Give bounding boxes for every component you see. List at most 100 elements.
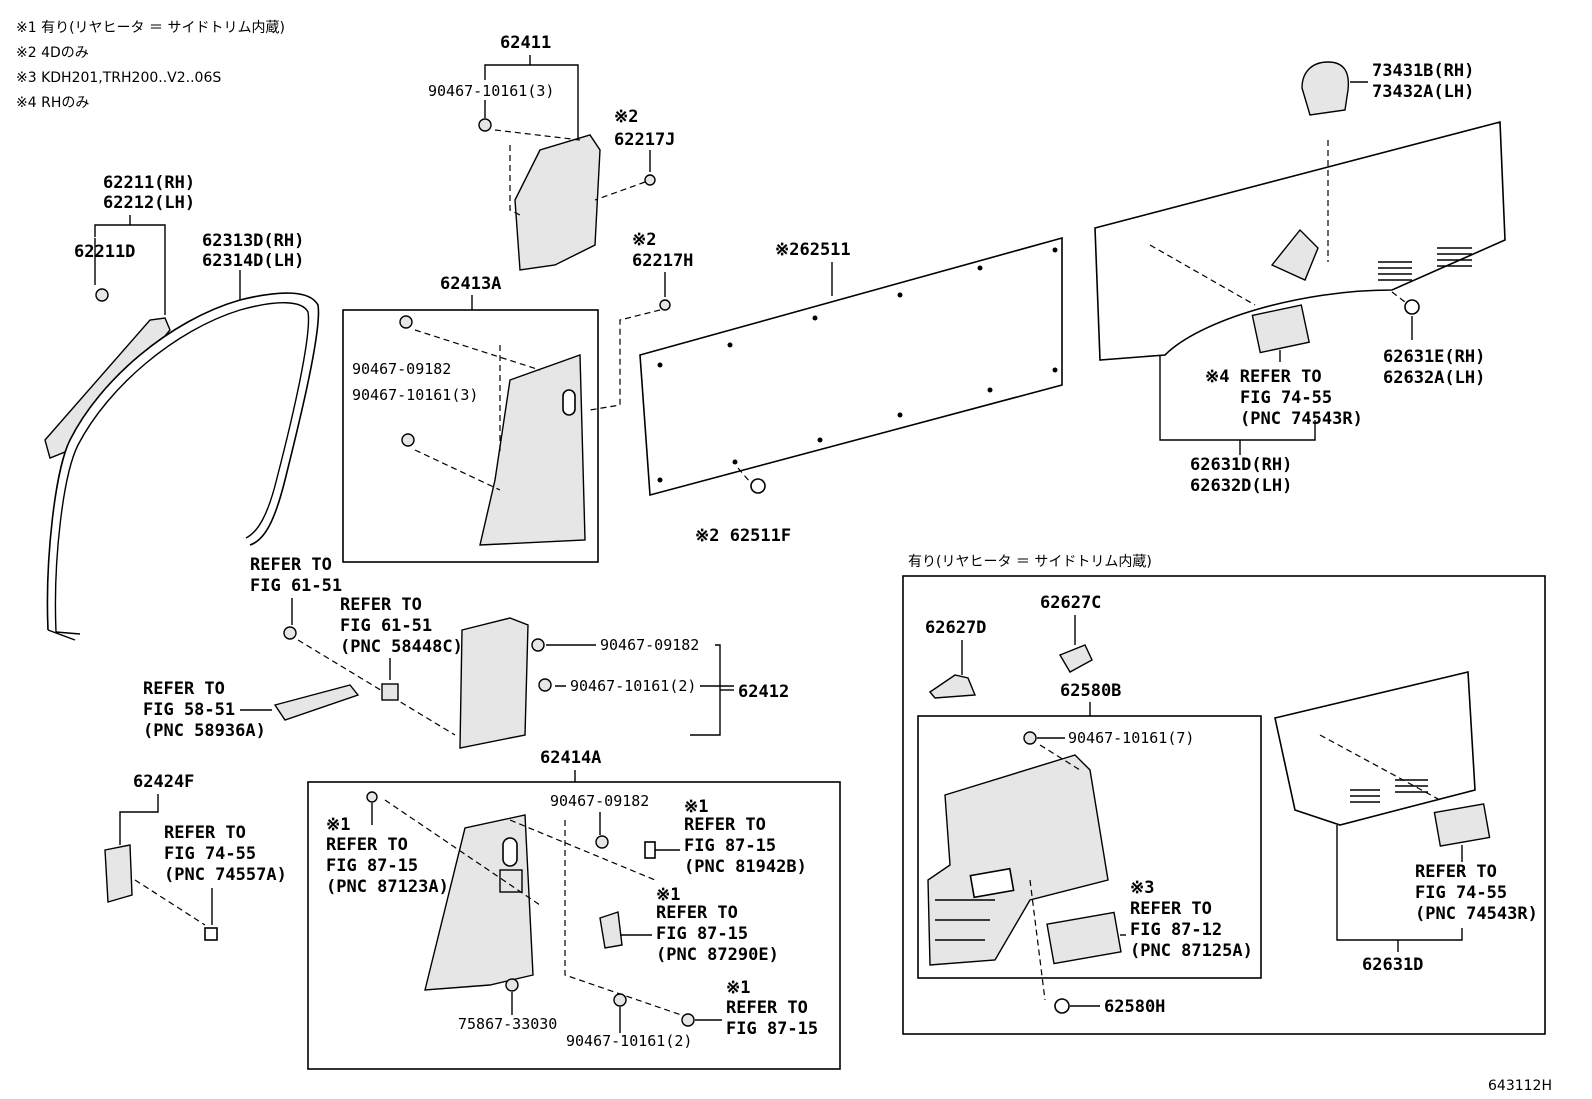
cover-62627d <box>928 674 977 699</box>
note-2: ※2 4Dのみ <box>16 45 89 61</box>
label-pnc74543r-c: (PNC 74543R) <box>1415 904 1538 924</box>
mark-3: ※3 <box>1130 878 1154 898</box>
label-fig74-55-b: FIG 74-55 <box>164 844 256 864</box>
side-trim-62580b <box>927 754 1109 966</box>
label-73432a-lh: 73432A(LH) <box>1372 82 1474 102</box>
label-75867-33030: 75867-33030 <box>458 1015 557 1033</box>
label-62411: 62411 <box>500 33 551 53</box>
clip-icon <box>1404 299 1420 315</box>
label-62631e-rh: 62631E(RH) <box>1383 347 1485 367</box>
label-refer-61-51-b: REFER TO <box>340 595 422 615</box>
label-pnc87125a: (PNC 87125A) <box>1130 941 1253 961</box>
mark-1c: ※1 <box>656 885 680 905</box>
box-62413a <box>342 309 599 563</box>
label-pnc58448c: (PNC 58448C) <box>340 637 463 657</box>
label-62314d-lh: 62314D(LH) <box>202 251 304 271</box>
label-90467-09182-a: 90467-09182 <box>352 360 451 378</box>
label-62313d-rh: 62313D(RH) <box>202 231 304 251</box>
label-fig87-12: FIG 87-12 <box>1130 920 1222 940</box>
clip-icon <box>613 993 627 1007</box>
label-62631d-rh: 62631D(RH) <box>1190 455 1292 475</box>
label-90467-10161-7: 90467-10161(7) <box>1068 729 1194 747</box>
clip-icon <box>681 1013 695 1027</box>
upper-pillar-trim <box>514 134 601 271</box>
label-62580b: 62580B <box>1060 681 1121 701</box>
pad-icon <box>204 927 218 941</box>
label-62211d: 62211D <box>74 242 135 262</box>
label-62424f: 62424F <box>133 772 194 792</box>
label-box-title: 有り(リヤヒータ ＝ サイドトリム内蔵) <box>908 554 1152 570</box>
bushing-icon <box>381 683 399 701</box>
label-62627d: 62627D <box>925 618 986 638</box>
label-refer-87-15-a: REFER TO <box>326 835 408 855</box>
mark-2b: ※2 <box>632 230 656 250</box>
screw-icon <box>505 978 519 992</box>
label-fig87-15-a: FIG 87-15 <box>326 856 418 876</box>
label-90467-09182-b: 90467-09182 <box>600 636 699 654</box>
box-62414a <box>307 781 841 1070</box>
label-refer-87-15-c: REFER TO <box>656 903 738 923</box>
mark-2a: ※2 <box>614 107 638 127</box>
bolt-icon <box>283 626 297 640</box>
label-90467-10161-2-b: 90467-10161(2) <box>566 1032 692 1050</box>
label-refer-61-51-a: REFER TO <box>250 555 332 575</box>
clip-icon <box>95 288 109 302</box>
panel-62511-holes <box>657 247 1058 483</box>
label-refer-74-55-b: REFER TO <box>164 823 246 843</box>
bracket <box>1270 228 1319 281</box>
panel-62631d-small <box>1274 671 1476 826</box>
label-refer-87-12: REFER TO <box>1130 899 1212 919</box>
label-62632d-lh: 62632D(LH) <box>1190 476 1292 496</box>
grille-87125a <box>1046 911 1122 965</box>
label-62211-rh: 62211(RH) <box>103 173 195 193</box>
label-90467-09182-c: 90467-09182 <box>550 792 649 810</box>
label-fig87-15-c: FIG 87-15 <box>656 924 748 944</box>
label-90467-10161-2-a: 90467-10161(2) <box>570 677 696 695</box>
trim-62424f <box>104 844 133 903</box>
label-fig74-55-a: FIG 74-55 <box>1240 388 1332 408</box>
box-62580b <box>917 715 1262 979</box>
label-pnc87290e: (PNC 87290E) <box>656 945 779 965</box>
clip-icon <box>644 174 656 186</box>
label-fig61-51-b: FIG 61-51 <box>340 616 432 636</box>
note-1: ※1 有り(リヤヒータ ＝ サイドトリム内蔵) <box>16 20 285 36</box>
label-fig58-51: FIG 58-51 <box>143 700 235 720</box>
label-pnc74557a: (PNC 74557A) <box>164 865 287 885</box>
panel-62511 <box>639 236 1063 497</box>
label-fig61-51-a: FIG 61-51 <box>250 576 342 596</box>
label-62580h: 62580H <box>1104 997 1165 1017</box>
label-fig87-15-d: FIG 87-15 <box>726 1019 818 1039</box>
clip-icon <box>1023 731 1037 745</box>
label-73431b-rh: 73431B(RH) <box>1372 61 1474 81</box>
clip-icon <box>531 638 545 652</box>
label-62412: 62412 <box>738 682 789 702</box>
label-pnc81942b: (PNC 81942B) <box>684 857 807 877</box>
label-90467-10161-3-mid: 90467-10161(3) <box>352 386 478 404</box>
label-refer-87-15-b: REFER TO <box>684 815 766 835</box>
clip-icon <box>538 678 552 692</box>
vent-grille <box>1378 247 1472 281</box>
label-refer-58-51: REFER TO <box>143 679 225 699</box>
label-62414a: 62414A <box>540 748 601 768</box>
clip-icon <box>1054 998 1070 1014</box>
box-rear-heater <box>902 575 1546 1035</box>
sensor-icon <box>644 841 656 859</box>
label-62212-lh: 62212(LH) <box>103 193 195 213</box>
label-62631d: 62631D <box>1362 955 1423 975</box>
mark-4-refer: ※4 REFER TO <box>1205 367 1322 387</box>
label-pnc74543r-a: (PNC 74543R) <box>1240 409 1363 429</box>
mark-1b: ※1 <box>684 797 708 817</box>
label-62511f: ※2 62511F <box>695 526 791 546</box>
clip-icon <box>478 118 492 132</box>
mark-1a: ※1 <box>326 815 350 835</box>
note-3: ※3 KDH201,TRH200..V2..06S <box>16 70 221 86</box>
label-62217j: 62217J <box>614 130 675 150</box>
label-pnc58936a: (PNC 58936A) <box>143 721 266 741</box>
label-62413a: 62413A <box>440 274 501 294</box>
label-fig87-15-b: FIG 87-15 <box>684 836 776 856</box>
label-refer-87-15-d: REFER TO <box>726 998 808 1018</box>
front-pillar-garnish <box>44 292 320 641</box>
note-4: ※4 RHのみ <box>16 95 89 111</box>
clip-icon <box>401 433 415 447</box>
